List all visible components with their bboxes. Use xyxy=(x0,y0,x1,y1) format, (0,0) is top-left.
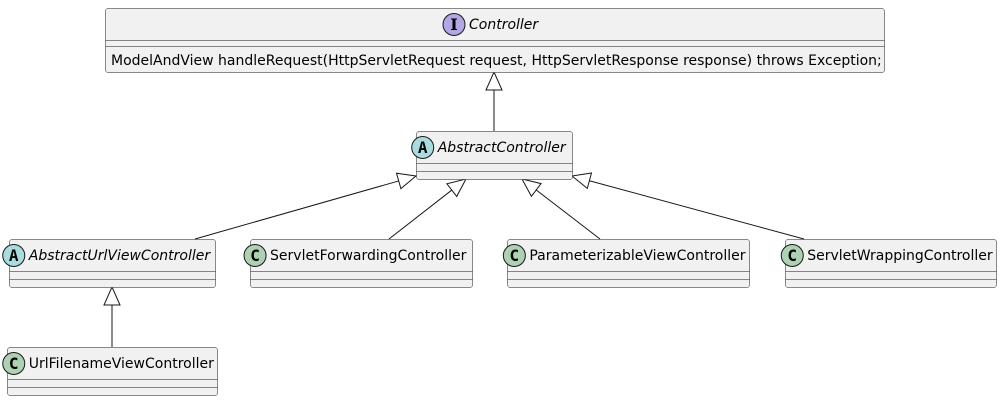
badge-letter: C xyxy=(787,246,797,265)
edge-line xyxy=(535,189,601,240)
badge-letter: C xyxy=(250,246,260,265)
badge-letter: A xyxy=(9,246,19,265)
class-name: UrlFilenameViewController xyxy=(29,356,214,372)
class-box-url-filename-view-controller: C UrlFilenameViewController xyxy=(2,347,218,396)
hollow-arrowhead xyxy=(103,285,121,306)
hollow-arrowhead xyxy=(485,70,503,91)
class-box-abstract-url-view-controller: A AbstractUrlViewController xyxy=(2,239,216,288)
hollow-arrowhead xyxy=(570,172,593,190)
class-badge-icon xyxy=(780,244,804,267)
class-badge-icon xyxy=(502,244,526,267)
interface-badge-icon xyxy=(442,13,466,36)
generalization-edge xyxy=(388,178,467,240)
class-name: AbstractController xyxy=(437,140,567,156)
class-name: Controller xyxy=(469,17,539,33)
badge-letter: C xyxy=(510,246,520,265)
edge-line xyxy=(589,180,805,240)
class-name: ParameterizableViewController xyxy=(529,248,745,264)
abstract-class-badge-icon xyxy=(2,244,26,267)
hollow-arrowhead xyxy=(521,178,542,198)
badge-letter: A xyxy=(418,138,428,157)
generalization-edge xyxy=(103,285,121,347)
class-box-parameterizable-view-controller: C ParameterizableViewController xyxy=(502,239,750,288)
badge-letter: C xyxy=(9,354,19,373)
class-name: ServletWrappingController xyxy=(807,248,993,264)
class-name: AbstractUrlViewController xyxy=(28,248,212,264)
class-box-servlet-wrapping-controller: C ServletWrappingController xyxy=(780,239,997,288)
generalization-edge xyxy=(194,172,418,240)
method-signature: ModelAndView handleRequest(HttpServletRe… xyxy=(111,53,882,69)
generalization-edge xyxy=(485,70,503,131)
class-name: ServletForwardingController xyxy=(270,248,467,264)
generalization-edge xyxy=(521,178,601,240)
abstract-class-badge-icon xyxy=(411,136,435,159)
hollow-arrowhead xyxy=(395,172,418,190)
class-badge-icon xyxy=(243,244,267,267)
generalization-edge xyxy=(570,172,805,240)
class-box-servlet-forwarding-controller: C ServletForwardingController xyxy=(243,239,473,288)
hollow-arrowhead xyxy=(446,178,467,198)
edge-line xyxy=(388,189,453,240)
class-badge-icon xyxy=(2,352,26,375)
edge-line xyxy=(194,180,399,240)
class-box-abstract-controller: A AbstractController xyxy=(411,131,573,180)
badge-letter: I xyxy=(450,15,457,34)
